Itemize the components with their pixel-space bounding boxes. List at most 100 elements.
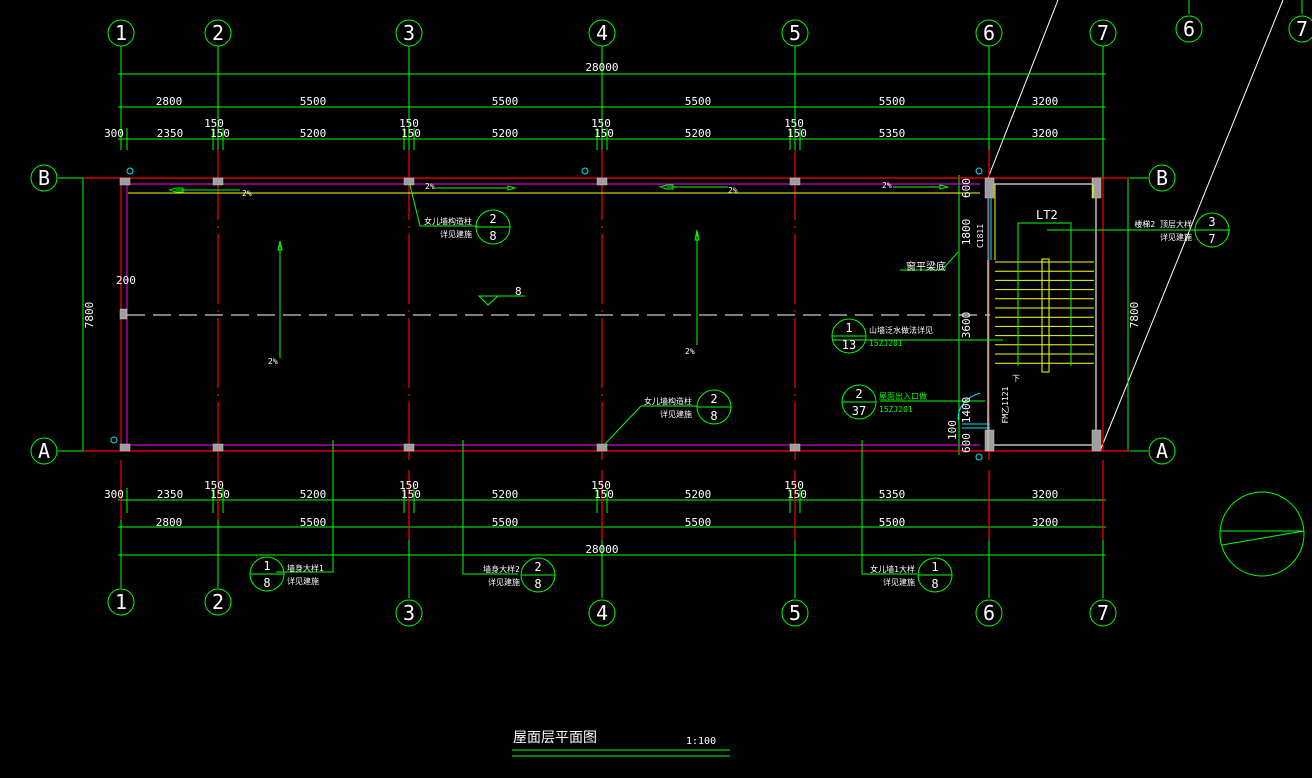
- axis-bubble-bottom-6: 6: [975, 599, 1003, 627]
- callout-note-line2: 详见建施: [287, 576, 319, 586]
- axis-bubble-circle: [1089, 19, 1117, 47]
- axis-bubble-bottom-2: 2: [204, 588, 232, 616]
- dimension-detail: 3200: [1032, 488, 1059, 501]
- callout-number: 3: [1208, 215, 1215, 229]
- axis-bubble-label: B: [38, 166, 50, 190]
- axis-bubble-circle: [204, 588, 232, 616]
- dimension-detail: 5200: [300, 127, 327, 140]
- dimension-detail: 5200: [492, 127, 519, 140]
- dimension-detail: 150: [594, 127, 614, 140]
- dimension-detail: 150: [399, 479, 419, 492]
- callout-number: 2: [489, 212, 496, 226]
- callout-note-line2: 15ZJ201: [879, 405, 913, 414]
- axis-bubble-label: 2: [212, 590, 224, 614]
- callout-sheet: 8: [710, 409, 717, 423]
- callout-number: 2: [534, 560, 541, 574]
- axis-bubble-left-A: A: [30, 437, 58, 465]
- axis-bubble-bottom-5: 5: [781, 599, 809, 627]
- axis-bubble-circle: [1148, 164, 1176, 192]
- stair-down-label: 下: [1012, 374, 1020, 383]
- axis-bubble-label: 6: [983, 601, 995, 625]
- dimension-bay: 2800: [156, 95, 183, 108]
- dimension-detail: 150: [591, 117, 611, 130]
- callout-note-line2: 详见建施: [883, 577, 915, 587]
- axis-bubble-top-7: 7: [1089, 19, 1117, 47]
- dimension-detail: 5350: [879, 127, 906, 140]
- right-height-dimension: 7800: [1128, 302, 1141, 329]
- axis-bubble-label: 5: [789, 601, 801, 625]
- axis-bubble-circle: [975, 599, 1003, 627]
- axis-bubble-circle: [1089, 599, 1117, 627]
- axis-bubble-circle: [107, 588, 135, 616]
- axis-bubble-circle: [395, 599, 423, 627]
- callout-note-line2: 详见建施: [488, 577, 520, 587]
- dimension-detail: 150: [401, 127, 421, 140]
- callout-note-line1: 楼梯2 顶层大样: [1134, 219, 1192, 229]
- axis-bubble-label: 3: [403, 601, 415, 625]
- dimension-bay: 5500: [492, 95, 519, 108]
- dimension-detail: 150: [401, 488, 421, 501]
- dimension-detail: 5200: [492, 488, 519, 501]
- dimension-overall: 28000: [585, 61, 618, 74]
- axis-bubble-label: 7: [1097, 601, 1109, 625]
- dimension-lines-bottom: [118, 488, 1106, 556]
- drawing-title: 屋面层平面图: [513, 730, 597, 746]
- stair-dim-600-bottom: 600: [960, 433, 973, 453]
- axis-bubble-circle: [975, 19, 1003, 47]
- stair-treads: [995, 261, 1094, 364]
- dimension-bay: 5500: [879, 516, 906, 529]
- stair-dim-3600: 3600: [960, 312, 973, 339]
- dimension-lines-top: [118, 73, 1106, 150]
- stair-dim-1800: 1800: [960, 219, 973, 246]
- callout-number: 1: [263, 559, 270, 573]
- axis-bubble-circle: [588, 599, 616, 627]
- axis-bubble-label: 4: [596, 601, 608, 625]
- axis-bubble-circle: [395, 19, 423, 47]
- axis-bubble-right-B: B: [1148, 164, 1176, 192]
- axis-bubble-top-4: 4: [588, 19, 616, 47]
- dimension-detail: 300: [104, 488, 124, 501]
- dimension-bay: 3200: [1032, 95, 1059, 108]
- dimension-bay: 5500: [685, 516, 712, 529]
- axis-bubble-top-3: 3: [395, 19, 423, 47]
- dimension-detail: 5200: [300, 488, 327, 501]
- axis-bubble-label: 6: [983, 21, 995, 45]
- dimension-detail: 2350: [157, 127, 184, 140]
- callout-number: 2: [710, 392, 717, 406]
- dimension-detail: 150: [204, 479, 224, 492]
- callout-number: 1: [845, 321, 852, 335]
- slope-label: 2%: [685, 347, 695, 356]
- callout-sheet: 8: [263, 576, 270, 590]
- slope-label: 2%: [882, 181, 892, 190]
- dimension-detail: 150: [210, 127, 230, 140]
- dimension-detail: 150: [784, 479, 804, 492]
- dimension-detail: 150: [787, 488, 807, 501]
- axis-bubble-left-B: B: [30, 164, 58, 192]
- axis-bubble-label: A: [1156, 439, 1168, 463]
- stair-handrail: [1041, 258, 1050, 373]
- dimension-detail: 300: [104, 127, 124, 140]
- callout-note-line1: 山墙泛水做法详见: [869, 325, 933, 335]
- slope-label: 2%: [728, 186, 738, 195]
- columns: [119, 177, 1102, 452]
- dimension-bay: 5500: [492, 516, 519, 529]
- dimension-detail: 5200: [685, 127, 712, 140]
- dimension-detail: 150: [399, 117, 419, 130]
- axis-bubble-circle: [588, 19, 616, 47]
- slope-label: 2%: [242, 189, 252, 198]
- left-height-dimension: 7800: [83, 302, 96, 329]
- door-swing: [957, 392, 981, 421]
- axis-bubble-offset-6: 6: [1175, 15, 1203, 43]
- axis-bubble-top-5: 5: [781, 19, 809, 47]
- callout-sheet: 8: [931, 577, 938, 591]
- axis-bubble-bottom-3: 3: [395, 599, 423, 627]
- callout-number: 2: [855, 387, 862, 401]
- dimension-detail: 150: [591, 479, 611, 492]
- callout-sheet: 8: [534, 577, 541, 591]
- axis-bubble-circle: [1288, 15, 1312, 43]
- wall-thickness-label: 200: [116, 274, 136, 287]
